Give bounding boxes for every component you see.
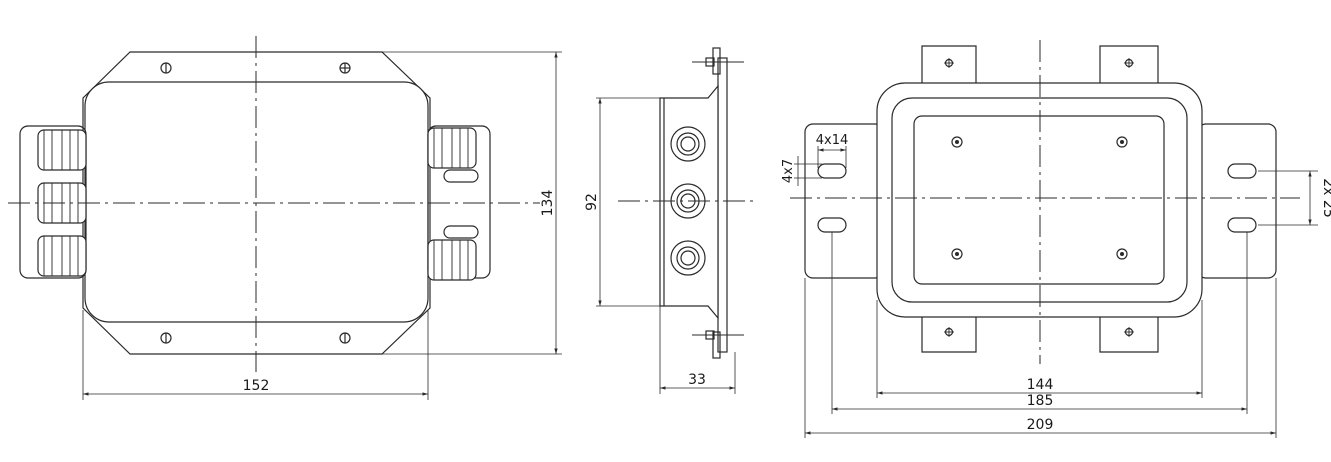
bottom-view: 4x14 4x7 2x 25 144 185 209 xyxy=(781,40,1331,438)
dim-front-height: 134 xyxy=(540,190,556,217)
screw-icon xyxy=(1124,327,1134,337)
slot-icon xyxy=(1227,217,1257,233)
gland-icon xyxy=(670,240,706,276)
dim-inner-width: 144 xyxy=(1027,377,1054,393)
screw-icon xyxy=(160,332,172,344)
side-view: 92 33 xyxy=(584,47,758,394)
side-back-plate xyxy=(717,57,728,353)
dim-slot-width: 4x7 xyxy=(781,159,796,183)
screw-icon xyxy=(1124,58,1134,68)
screw-icon xyxy=(944,327,954,337)
dim-side-height: 92 xyxy=(584,193,600,211)
screw-icon xyxy=(339,62,351,74)
hole-icon xyxy=(1116,136,1128,148)
dim-slot-spacing: 2x 25 xyxy=(1320,178,1331,217)
hole-icon xyxy=(951,248,963,260)
gland-icon xyxy=(427,127,477,169)
right-cable-glands xyxy=(427,125,491,281)
screw-icon xyxy=(944,58,954,68)
front-view: 134 152 xyxy=(8,36,562,400)
dim-hole-pitch: 185 xyxy=(1027,393,1054,409)
screw-icon xyxy=(160,62,172,74)
gland-icon xyxy=(670,126,706,162)
slot-icon xyxy=(1227,163,1257,179)
left-cable-glands xyxy=(19,125,87,279)
dim-front-width: 152 xyxy=(243,378,270,394)
gland-icon xyxy=(427,239,477,281)
gland-icon xyxy=(37,129,87,171)
right-flange xyxy=(1197,123,1277,279)
slot-icon xyxy=(817,163,847,179)
hole-icon xyxy=(951,136,963,148)
hole-icon xyxy=(1116,248,1128,260)
dim-slot-size: 4x14 xyxy=(816,133,849,148)
screw-icon xyxy=(339,332,351,344)
gland-icon xyxy=(37,235,87,277)
dim-side-depth: 33 xyxy=(688,372,706,388)
dim-overall-width: 209 xyxy=(1027,417,1054,433)
side-body xyxy=(659,84,719,320)
